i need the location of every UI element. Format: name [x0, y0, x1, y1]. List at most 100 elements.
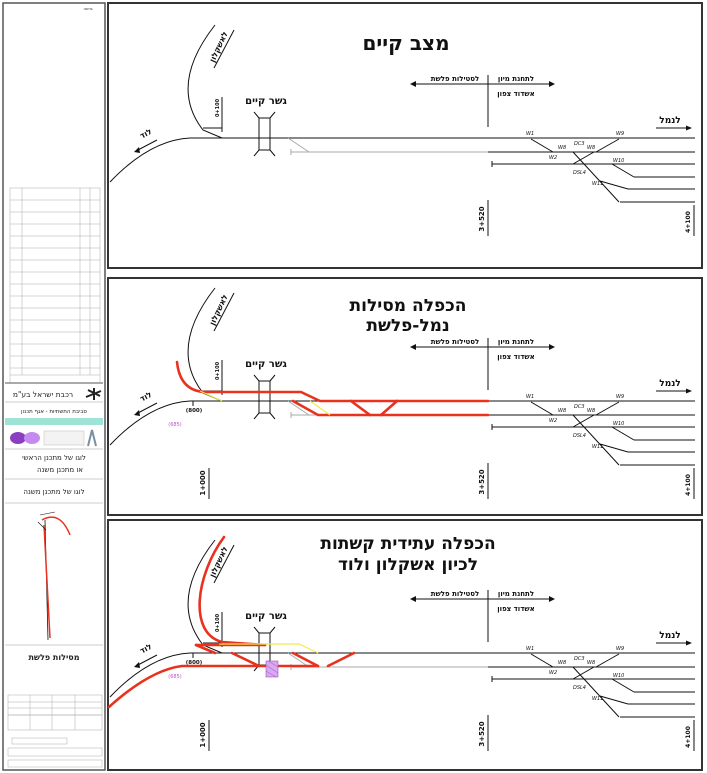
switch-dsl4: DSL4	[573, 170, 586, 176]
arrow-right-icon	[686, 125, 692, 131]
track-layout: לתחנת מיון לסטילות פלשת אשדוד צפון 0+100…	[109, 24, 695, 236]
designer-logos	[10, 429, 97, 447]
sub-designer-logo: לוגו של מתכנן משנה	[23, 488, 84, 496]
arrow-left-icon	[410, 596, 416, 602]
label-to-lod: לוד	[138, 390, 153, 404]
chainage-0100: 0+100	[215, 361, 221, 380]
km-800: (800)	[186, 408, 203, 414]
chainage-1000: 1+000	[199, 470, 207, 495]
km-685: (685)	[168, 674, 181, 680]
arrow-right-icon	[549, 596, 555, 602]
track-layout: לתחנת מיון לסטילות פלשת אשדוד צפון 0+100…	[109, 287, 695, 499]
drawing-info-table	[7, 694, 103, 768]
switch-dc3: DC3	[574, 141, 585, 147]
siding-track	[287, 137, 488, 155]
existing-bridge	[253, 111, 276, 157]
switch-w10: W10	[613, 673, 624, 679]
arrow-left-icon	[134, 662, 140, 668]
proposed-markers: 1+000 (800) (685)	[168, 401, 210, 499]
switch-w2: W2	[549, 670, 557, 676]
chainage-1000: 1+000	[199, 722, 207, 747]
switch-diagonals	[530, 138, 635, 203]
label-existing-bridge: גשר קיים	[245, 359, 287, 370]
label-to-port: לנמל	[659, 631, 680, 641]
chainage-4100: 4+100	[685, 726, 692, 748]
switch-w8: W8	[558, 145, 566, 151]
project-name: מסילות פלשת	[28, 653, 79, 662]
switch-dc3: DC3	[574, 404, 585, 410]
km-800: (800)	[186, 660, 203, 666]
arrow-right-icon	[686, 388, 692, 394]
main-track	[109, 400, 695, 446]
switch-w8: W8	[558, 660, 566, 666]
switch-w8: W8	[587, 408, 595, 414]
switch-w8: W8	[587, 660, 595, 666]
proposed-tracks	[107, 535, 356, 709]
arrow-right-icon	[549, 81, 555, 87]
revision-table	[9, 187, 101, 384]
chainage-3520: 3+520	[478, 469, 486, 494]
label-to-sorting-station: לתחנת מיון	[498, 338, 534, 346]
arrow-right-icon	[686, 640, 692, 646]
switch-diagonals	[530, 653, 635, 718]
label-to-plashet: לסטילות פלשת	[431, 338, 480, 346]
switch-w11: W11	[592, 444, 603, 450]
switch-w9: W9	[616, 646, 624, 652]
proposed-tracks	[175, 360, 490, 417]
switch-w8: W8	[558, 408, 566, 414]
panel-title: מצב קיים	[362, 31, 449, 55]
switch-diagonals	[530, 401, 635, 466]
panel-subtitle: לכיון אשקלון ולוד	[338, 555, 478, 575]
label-to-sorting-station: לתחנת מיון	[498, 75, 534, 83]
existing-bridge	[253, 374, 276, 420]
switch-w2: W2	[549, 418, 557, 424]
label-ashdod-north: אשדוד צפון	[497, 605, 534, 613]
ashkelon-track	[187, 539, 223, 654]
km-685: (685)	[168, 422, 181, 428]
arrow-left-icon	[134, 147, 140, 153]
label-to-lod: לוד	[138, 127, 153, 141]
main-designer-logo-line2: או מתכנן משנה	[37, 466, 83, 474]
arrow-left-icon	[410, 81, 416, 87]
arrow-left-icon	[134, 410, 140, 416]
ashkelon-arrow-line	[213, 29, 235, 69]
accent-bar	[5, 418, 103, 425]
label-to-plashet: לסטילות פלשת	[431, 590, 480, 598]
track-3	[491, 161, 695, 167]
version-label: גרסה	[83, 6, 92, 11]
lod-arrow-line	[135, 139, 158, 152]
switch-dc3: DC3	[574, 656, 585, 662]
label-to-port: לנמל	[659, 379, 680, 389]
chainage-4100: 4+100	[685, 474, 692, 496]
switch-w9: W9	[616, 131, 624, 137]
switch-dsl4: DSL4	[573, 685, 586, 691]
switch-w1: W1	[526, 131, 534, 137]
lod-arrow-line	[135, 654, 158, 667]
company-name: רכבת ישראל בע"מ	[13, 390, 73, 399]
switch-w10: W10	[613, 421, 624, 427]
main-designer-logo-line1: לוגו של מתכנן הראשי	[22, 454, 86, 462]
panel-title: הכפלה מסילות	[350, 296, 467, 316]
ashkelon-track	[187, 24, 223, 139]
switch-w8: W8	[587, 145, 595, 151]
switch-w9: W9	[616, 394, 624, 400]
key-map	[37, 511, 71, 641]
switch-w1: W1	[526, 646, 534, 652]
chainage-0100: 0+100	[215, 98, 221, 117]
label-to-sorting-station: לתחנת מיון	[498, 590, 534, 598]
chainage-3520: 3+520	[478, 206, 486, 231]
israel-railways-logo-icon	[85, 388, 102, 400]
label-existing-bridge: גשר קיים	[245, 96, 287, 107]
label-existing-bridge: גשר קיים	[245, 611, 287, 622]
arrow-left-icon	[410, 344, 416, 350]
label-ashdod-north: אשדוד צפון	[497, 353, 534, 361]
chainage-0100: 0+100	[215, 613, 221, 632]
panel-title: הכפלה עתידית קשתות	[320, 534, 495, 554]
switch-dsl4: DSL4	[573, 433, 586, 439]
panel-subtitle: נמל-פלשת	[366, 316, 449, 336]
switch-w11: W11	[592, 696, 603, 702]
main-track	[109, 137, 695, 183]
switch-w10: W10	[613, 158, 624, 164]
main-track	[109, 652, 695, 698]
